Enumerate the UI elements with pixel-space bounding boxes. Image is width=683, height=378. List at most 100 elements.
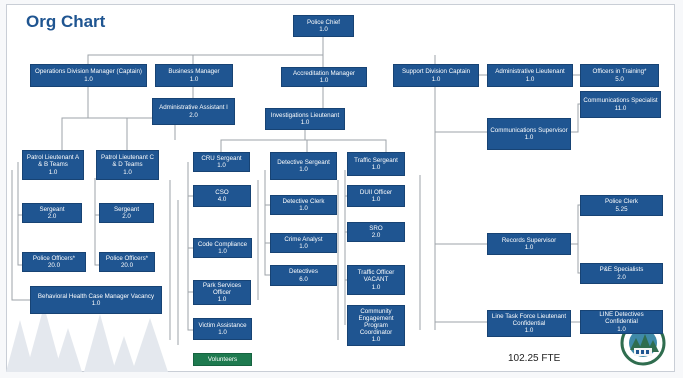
total-fte-label: 102.25 FTE bbox=[508, 353, 561, 364]
org-box-traffic-sergeant[interactable]: Traffic Sergeant 1.0 bbox=[347, 152, 405, 176]
box-title: Volunteers bbox=[207, 355, 238, 363]
org-box-police-clerk[interactable]: Police Clerk 5.25 bbox=[580, 195, 663, 216]
org-box-communications-specialist[interactable]: Communications Specialist 11.0 bbox=[580, 91, 661, 118]
org-box-cru-sergeant[interactable]: CRU Sergeant 1.0 bbox=[193, 152, 250, 172]
org-box-line-task-force-lieutenant[interactable]: Line Task Force Lieutenant Confidential … bbox=[487, 310, 571, 337]
box-title: Detectives bbox=[289, 268, 318, 276]
box-title: Line Task Force Lieutenant Confidential bbox=[491, 312, 567, 327]
box-fte: 1.0 bbox=[319, 77, 329, 84]
box-title: Administrative Lieutenant bbox=[495, 68, 565, 76]
box-fte: 1.0 bbox=[84, 75, 93, 83]
org-box-traffic-officer-vacant[interactable]: Traffic Officer VACANT 1.0 bbox=[347, 265, 405, 295]
box-title: Patrol Lieutenant C & D Teams bbox=[101, 154, 154, 169]
org-box-cso[interactable]: CSO 4.0 bbox=[193, 185, 251, 207]
org-box-administrative-lieutenant[interactable]: Administrative Lieutenant 1.0 bbox=[487, 64, 573, 87]
box-fte: 5.0 bbox=[615, 75, 624, 83]
org-box-accreditation-manager[interactable]: Accreditation Manager 1.0 bbox=[281, 67, 367, 87]
box-title: Police Chief bbox=[306, 18, 341, 26]
box-title: Business Manager bbox=[168, 68, 220, 76]
box-fte: 6.0 bbox=[299, 275, 308, 283]
org-box-volunteers[interactable]: Volunteers bbox=[193, 353, 252, 366]
org-box-administrative-assistant[interactable]: Administrative Assistant I 2.0 bbox=[152, 98, 235, 125]
org-box-communications-supervisor[interactable]: Communications Supervisor 1.0 bbox=[487, 118, 571, 150]
org-box-police-officers-cd[interactable]: Police Officers* 20.0 bbox=[99, 252, 155, 272]
org-box-operations-division-manager[interactable]: Operations Division Manager (Captain) 1.… bbox=[30, 64, 147, 87]
org-box-sro[interactable]: SRO 2.0 bbox=[347, 222, 405, 242]
box-fte: 1.0 bbox=[217, 162, 226, 169]
org-box-detective-sergeant[interactable]: Detective Sergeant 1.0 bbox=[270, 152, 337, 180]
box-fte: 1.0 bbox=[524, 134, 534, 141]
box-title: LINE Detectives Confidential bbox=[599, 311, 644, 326]
box-title: Patrol Lieutenant A & B Teams bbox=[26, 154, 80, 169]
box-title: Sergeant bbox=[113, 205, 140, 213]
org-box-duii-officer[interactable]: DUII Officer 1.0 bbox=[347, 185, 405, 207]
box-title: Sergeant bbox=[39, 205, 65, 213]
org-box-patrol-lieutenant-ab[interactable]: Patrol Lieutenant A & B Teams 1.0 bbox=[22, 150, 84, 180]
box-fte: 4.0 bbox=[217, 196, 227, 203]
box-title: SRO bbox=[369, 224, 383, 232]
box-fte: 1.0 bbox=[300, 119, 310, 126]
box-fte: 1.0 bbox=[371, 283, 381, 291]
box-fte: 2.0 bbox=[47, 213, 57, 220]
box-title: Code Compliance bbox=[197, 240, 248, 248]
box-title: Records Supervisor bbox=[501, 236, 557, 244]
box-title: P&E Specialists bbox=[599, 266, 644, 274]
org-box-investigations-lieutenant[interactable]: Investigations Lieutenant 1.0 bbox=[265, 108, 345, 130]
box-title: Communications Supervisor bbox=[490, 126, 568, 134]
box-title: CSO bbox=[215, 188, 229, 196]
box-fte: 1.0 bbox=[218, 248, 227, 255]
box-title: Administrative Assistant I bbox=[159, 104, 228, 112]
box-fte: 1.0 bbox=[525, 75, 535, 83]
box-fte: 1.0 bbox=[371, 164, 381, 171]
box-title: Traffic Officer VACANT bbox=[357, 269, 395, 284]
org-box-police-officers-ab[interactable]: Police Officers* 20.0 bbox=[22, 252, 86, 272]
org-box-police-chief[interactable]: Police Chief 1.0 bbox=[293, 15, 354, 37]
org-box-sergeant-ab[interactable]: Sergeant 2.0 bbox=[22, 203, 82, 223]
box-fte: 1.0 bbox=[524, 327, 534, 335]
org-box-records-supervisor[interactable]: Records Supervisor 1.0 bbox=[487, 233, 571, 255]
org-box-community-engagement-coordinator[interactable]: Community Engagement Program Coordinator… bbox=[347, 305, 405, 346]
box-fte: 2.0 bbox=[122, 213, 131, 220]
box-fte: 1.0 bbox=[299, 205, 308, 212]
box-fte: 1.0 bbox=[299, 166, 308, 173]
box-fte: 1.0 bbox=[217, 296, 227, 304]
org-box-pe-specialists[interactable]: P&E Specialists 2.0 bbox=[580, 263, 663, 284]
box-fte: 1.0 bbox=[319, 26, 328, 33]
box-fte: 1.0 bbox=[371, 336, 381, 344]
box-fte: 1.0 bbox=[617, 325, 626, 333]
box-title: Behavioral Health Case Manager Vacancy bbox=[37, 292, 155, 300]
box-title: Detective Sergeant bbox=[277, 158, 330, 166]
org-box-victim-assistance[interactable]: Victim Assistance 1.0 bbox=[193, 318, 252, 340]
box-fte: 2.0 bbox=[371, 232, 381, 239]
org-box-business-manager[interactable]: Business Manager 1.0 bbox=[155, 64, 233, 87]
org-box-crime-analyst[interactable]: Crime Analyst 1.0 bbox=[270, 233, 337, 253]
box-fte: 1.0 bbox=[91, 300, 101, 307]
box-fte: 1.0 bbox=[431, 75, 441, 83]
box-title: Accreditation Manager bbox=[293, 69, 355, 77]
box-fte: 1.0 bbox=[189, 75, 199, 83]
box-fte: 1.0 bbox=[123, 168, 132, 176]
page-title: Org Chart bbox=[26, 12, 106, 31]
box-title: Crime Analyst bbox=[284, 235, 323, 243]
org-box-support-division-captain[interactable]: Support Division Captain 1.0 bbox=[393, 64, 479, 87]
box-title: DUII Officer bbox=[359, 188, 393, 196]
box-fte: 11.0 bbox=[614, 104, 627, 112]
org-box-detectives[interactable]: Detectives 6.0 bbox=[270, 265, 337, 286]
org-box-patrol-lieutenant-cd[interactable]: Patrol Lieutenant C & D Teams 1.0 bbox=[96, 150, 159, 180]
org-box-sergeant-cd[interactable]: Sergeant 2.0 bbox=[99, 203, 154, 223]
box-fte: 1.0 bbox=[371, 196, 381, 203]
box-fte: 1.0 bbox=[299, 243, 308, 250]
org-box-code-compliance[interactable]: Code Compliance 1.0 bbox=[193, 238, 252, 258]
org-box-behavioral-health-case-manager[interactable]: Behavioral Health Case Manager Vacancy 1… bbox=[30, 286, 162, 314]
box-fte: 1.0 bbox=[48, 168, 58, 176]
box-title: Investigations Lieutenant bbox=[270, 111, 340, 119]
box-title: Police Officers* bbox=[32, 254, 76, 262]
org-box-detective-clerk[interactable]: Detective Clerk 1.0 bbox=[270, 195, 337, 215]
org-box-line-detectives[interactable]: LINE Detectives Confidential 1.0 bbox=[580, 310, 663, 334]
org-box-park-services-officer[interactable]: Park Services Officer 1.0 bbox=[193, 280, 251, 305]
box-title: Police Clerk bbox=[604, 198, 638, 206]
box-title: Community Engagement Program Coordinator bbox=[358, 307, 394, 337]
org-box-officers-in-training[interactable]: Officers in Training* 5.0 bbox=[580, 64, 659, 87]
box-title: Police Officers* bbox=[105, 254, 149, 262]
